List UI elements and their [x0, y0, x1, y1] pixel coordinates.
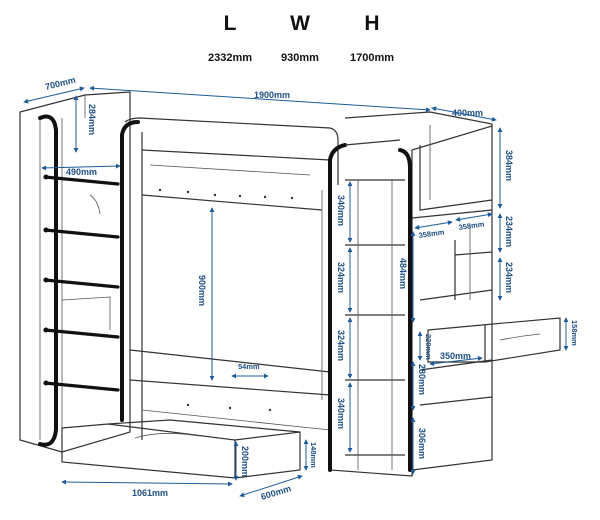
headboard: [124, 117, 339, 185]
dim-700: 700mm: [44, 75, 77, 92]
ladder: [43, 174, 120, 392]
dim-400: 400mm: [452, 108, 483, 118]
dim-158: 158mm: [570, 320, 579, 346]
dim-340b: 340mm: [336, 398, 346, 429]
dim-line-600: [239, 474, 303, 498]
dim-306: 306mm: [417, 428, 427, 459]
dim-484: 484mm: [398, 258, 408, 289]
height-letter: H: [364, 12, 380, 35]
dim-line-1900: [89, 85, 431, 113]
dim-340a: 340mm: [336, 195, 346, 226]
dim-234b: 234mm: [504, 262, 514, 293]
left-end-panel: [19, 91, 131, 453]
dim-1061: 1061mm: [132, 488, 168, 498]
height-value: 1700mm: [349, 52, 395, 64]
dim-900: 900mm: [197, 275, 207, 306]
dim-line-700: [23, 86, 85, 104]
dim-54: 54mm: [238, 362, 260, 371]
width-value: 930mm: [281, 52, 319, 64]
dim-220: 220mm: [424, 334, 433, 360]
dim-384: 384mm: [504, 150, 514, 181]
dim-line-1061: [61, 479, 233, 487]
length-value: 2332mm: [207, 52, 253, 64]
dim-324b: 324mm: [336, 330, 346, 361]
dim-324a: 324mm: [336, 262, 346, 293]
side-drawer: [427, 317, 561, 363]
dim-350: 350mm: [440, 351, 471, 361]
dim-284: 284mm: [87, 104, 97, 135]
dim-234a: 234mm: [504, 216, 514, 247]
dim-200: 200mm: [240, 446, 250, 477]
dim-148: 148mm: [309, 442, 318, 468]
dim-358b: 358mm: [458, 219, 485, 232]
underbed-drawer: [61, 423, 236, 479]
dim-line-350: [429, 355, 483, 367]
dim-1900: 1900mm: [254, 90, 290, 100]
dim-line-400: [431, 106, 497, 122]
bed-frame: [19, 91, 561, 479]
headboard-edge: [120, 120, 140, 422]
dim-600: 600mm: [260, 483, 293, 502]
dim-line-490: [41, 163, 121, 171]
dim-line-358a: [414, 220, 453, 230]
shelf-column: [328, 139, 413, 477]
shelf-column-edge: [328, 143, 347, 472]
assembly-holes: [158, 188, 294, 412]
dim-line-358b: [455, 212, 493, 222]
dim-358a: 358mm: [418, 227, 445, 240]
side-storage-unit: [344, 111, 493, 471]
length-letter: L: [223, 12, 237, 35]
dimension-lines: [23, 85, 569, 498]
width-letter: W: [290, 12, 310, 35]
dim-280: 280mm: [417, 364, 427, 395]
dim-490: 490mm: [66, 167, 97, 177]
dimension-labels: 700mm 1900mm 400mm 284mm 490mm 384mm 340…: [44, 75, 579, 502]
